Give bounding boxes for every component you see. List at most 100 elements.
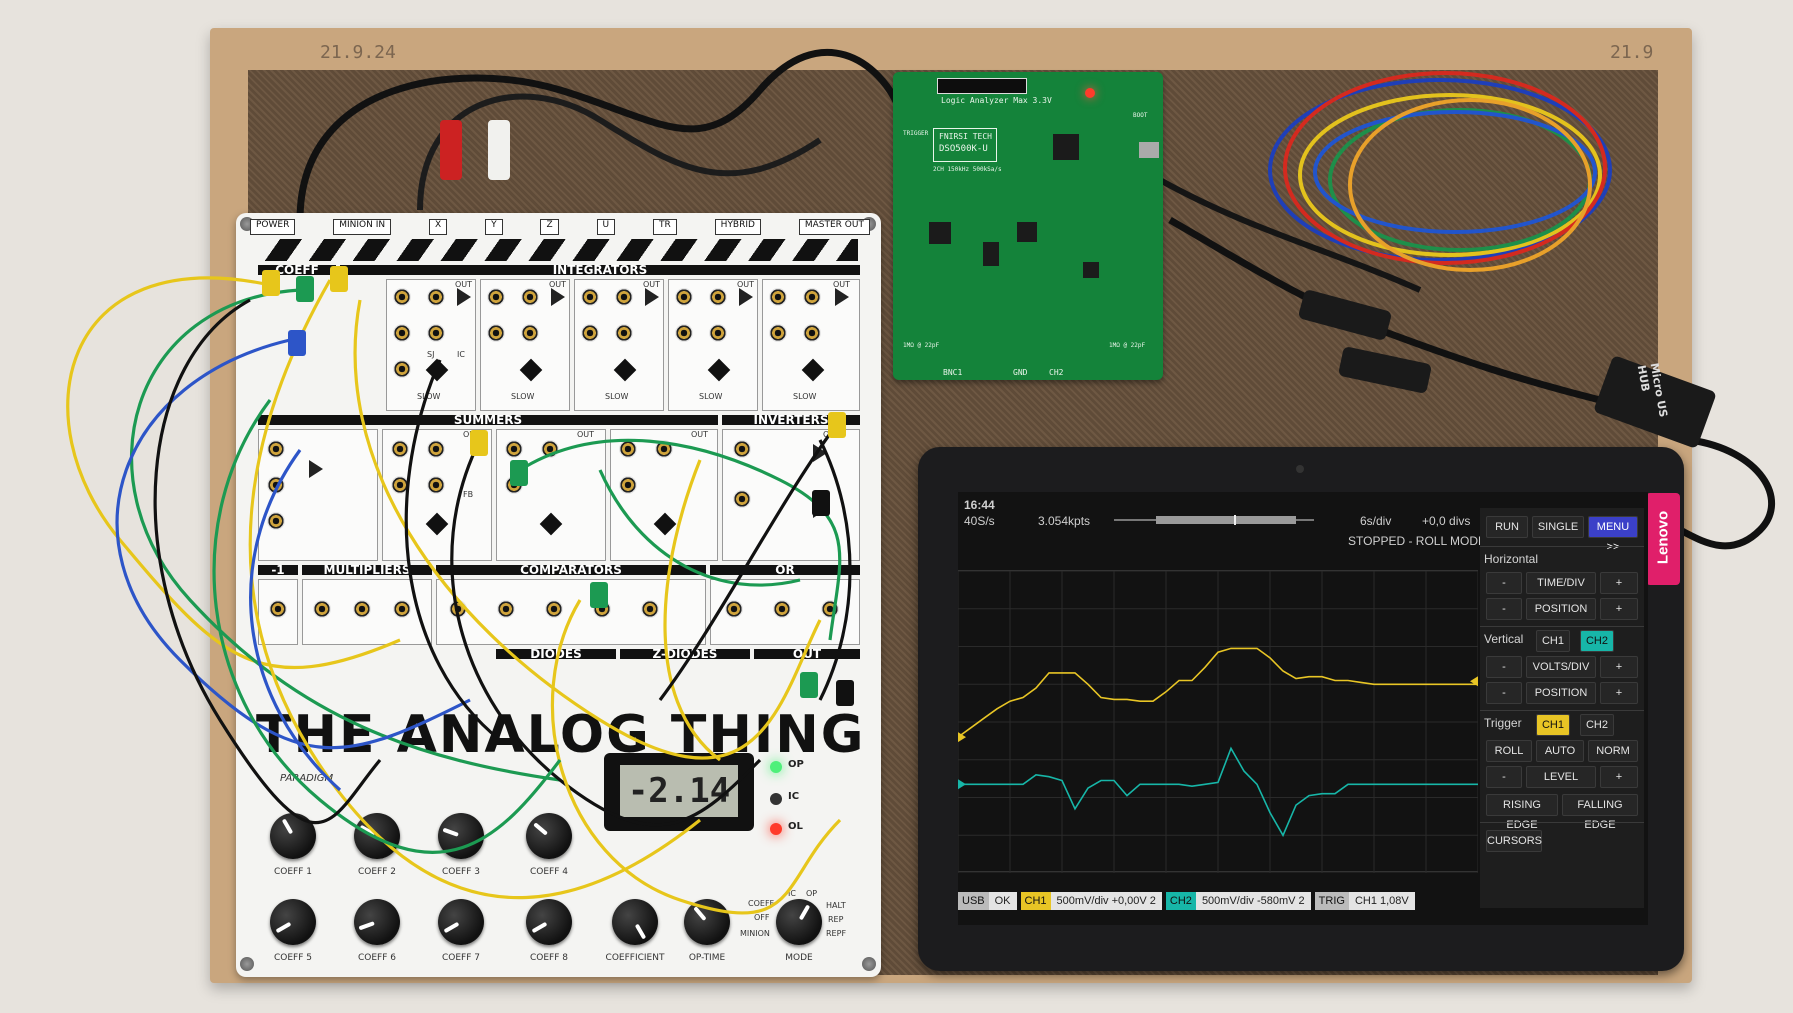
patch-jack[interactable] xyxy=(313,600,331,618)
auto-button[interactable]: AUTO xyxy=(1536,740,1584,762)
patch-jack[interactable] xyxy=(733,440,751,458)
ch1-value: 500mV/div +0,00V 2 xyxy=(1050,892,1162,910)
time-div-minus-button[interactable]: - xyxy=(1486,572,1522,594)
coeff-7-knob[interactable] xyxy=(438,899,484,945)
coeff-8-knob[interactable] xyxy=(526,899,572,945)
tray-date-label: 21.9.24 xyxy=(320,42,396,63)
patch-jack[interactable] xyxy=(803,324,821,342)
patch-jack[interactable] xyxy=(393,324,411,342)
coeff-6-label: COEFF 6 xyxy=(358,953,396,963)
waveform-plot[interactable] xyxy=(958,570,1479,874)
patch-jack[interactable] xyxy=(487,288,505,306)
v-position-plus-button[interactable]: + xyxy=(1600,682,1638,704)
ic-led xyxy=(770,793,782,805)
patch-jack[interactable] xyxy=(581,288,599,306)
patch-jack[interactable] xyxy=(709,288,727,306)
vertical-ch2-button[interactable]: CH2 xyxy=(1580,630,1614,652)
cursors-button[interactable]: CURSORS xyxy=(1486,830,1542,852)
patch-jack[interactable] xyxy=(619,440,637,458)
out-tag: OUT xyxy=(577,430,595,439)
amp-symbol xyxy=(645,288,659,306)
patch-jack[interactable] xyxy=(675,324,693,342)
mcu-chip xyxy=(1053,134,1079,160)
patch-jack[interactable] xyxy=(267,440,285,458)
time-div-plus-button[interactable]: + xyxy=(1600,572,1638,594)
sj-tag: SJ xyxy=(427,350,435,359)
patch-jack[interactable] xyxy=(733,490,751,508)
vertical-ch1-button[interactable]: CH1 xyxy=(1536,630,1570,652)
patch-jack[interactable] xyxy=(269,600,287,618)
patch-jack[interactable] xyxy=(619,476,637,494)
trigger-level-marker[interactable] xyxy=(1470,676,1478,687)
patch-jack[interactable] xyxy=(615,288,633,306)
rising-edge-button[interactable]: RISING EDGE xyxy=(1486,794,1558,831)
patch-jack[interactable] xyxy=(427,440,445,458)
patch-jack[interactable] xyxy=(769,324,787,342)
patch-jack[interactable] xyxy=(393,288,411,306)
patch-jack[interactable] xyxy=(391,476,409,494)
patch-jack[interactable] xyxy=(521,324,539,342)
patch-jack[interactable] xyxy=(769,288,787,306)
timebar-window[interactable] xyxy=(1156,516,1296,524)
roll-button[interactable]: ROLL xyxy=(1486,740,1532,762)
volts-div-plus-button[interactable]: + xyxy=(1600,656,1638,678)
patch-jack[interactable] xyxy=(391,440,409,458)
coeff-5-knob[interactable] xyxy=(270,899,316,945)
patch-jack[interactable] xyxy=(267,512,285,530)
norm-button[interactable]: NORM xyxy=(1588,740,1638,762)
patch-jack[interactable] xyxy=(641,600,659,618)
patch-jack[interactable] xyxy=(427,476,445,494)
patch-jack[interactable] xyxy=(675,288,693,306)
single-button[interactable]: SINGLE xyxy=(1532,516,1584,538)
section-or: OR xyxy=(710,564,860,576)
patch-jack[interactable] xyxy=(803,288,821,306)
sample-rate: 40S/s xyxy=(964,514,995,528)
coefficient-label: COEFFICIENT xyxy=(605,953,665,963)
memory-timebar[interactable] xyxy=(1114,515,1314,525)
patch-jack[interactable] xyxy=(427,324,445,342)
ic-tag: IC xyxy=(457,350,465,359)
patch-jack[interactable] xyxy=(615,324,633,342)
patch-jack[interactable] xyxy=(497,600,515,618)
trigger-ch1-button[interactable]: CH1 xyxy=(1536,714,1570,736)
coeff-4-knob[interactable] xyxy=(526,813,572,859)
run-button[interactable]: RUN xyxy=(1486,516,1528,538)
v-position-minus-button[interactable]: - xyxy=(1486,682,1522,704)
patch-jack[interactable] xyxy=(521,288,539,306)
level-minus-button[interactable]: - xyxy=(1486,766,1522,788)
section-integrators: INTEGRATORS xyxy=(340,264,860,276)
trigger-status[interactable]: TRIG CH1 1,08V xyxy=(1314,892,1415,910)
ch1-status[interactable]: CH1 500mV/div +0,00V 2 xyxy=(1020,892,1162,910)
patch-jack[interactable] xyxy=(393,600,411,618)
trigger-ch2-button[interactable]: CH2 xyxy=(1580,714,1614,736)
patch-jack[interactable] xyxy=(773,600,791,618)
patch-jack[interactable] xyxy=(505,440,523,458)
menu-button[interactable]: MENU >> xyxy=(1588,516,1638,553)
mode-knob[interactable] xyxy=(776,899,822,945)
patch-jack[interactable] xyxy=(393,360,411,378)
lenovo-logo: Lenovo xyxy=(1654,510,1672,565)
coeff-6-knob[interactable] xyxy=(354,899,400,945)
patch-jack[interactable] xyxy=(427,288,445,306)
coefficient-selector-knob[interactable] xyxy=(612,899,658,945)
h-position-plus-button[interactable]: + xyxy=(1600,598,1638,620)
ch2-status[interactable]: CH2 500mV/div -580mV 2 xyxy=(1165,892,1311,910)
patch-jack[interactable] xyxy=(487,324,505,342)
screw xyxy=(862,957,876,971)
level-plus-button[interactable]: + xyxy=(1600,766,1638,788)
falling-edge-button[interactable]: FALLING EDGE xyxy=(1562,794,1638,831)
mode-op: OP xyxy=(806,889,818,898)
channel-offset-marker-ch2[interactable] xyxy=(958,779,966,790)
h-position-minus-button[interactable]: - xyxy=(1486,598,1522,620)
pcb-model: DSO500K-U xyxy=(939,144,988,154)
channel-offset-marker-ch1[interactable] xyxy=(958,732,966,743)
patch-jack[interactable] xyxy=(545,600,563,618)
patch-jack[interactable] xyxy=(581,324,599,342)
patch-jack[interactable] xyxy=(353,600,371,618)
ch1-input-spec: 1MΩ @ 22pF xyxy=(903,342,940,349)
patch-jack[interactable] xyxy=(709,324,727,342)
mode-repf: REPF xyxy=(826,929,847,938)
patch-jack[interactable] xyxy=(725,600,743,618)
volts-div-minus-button[interactable]: - xyxy=(1486,656,1522,678)
op-time-label: OP-TIME xyxy=(688,953,726,963)
